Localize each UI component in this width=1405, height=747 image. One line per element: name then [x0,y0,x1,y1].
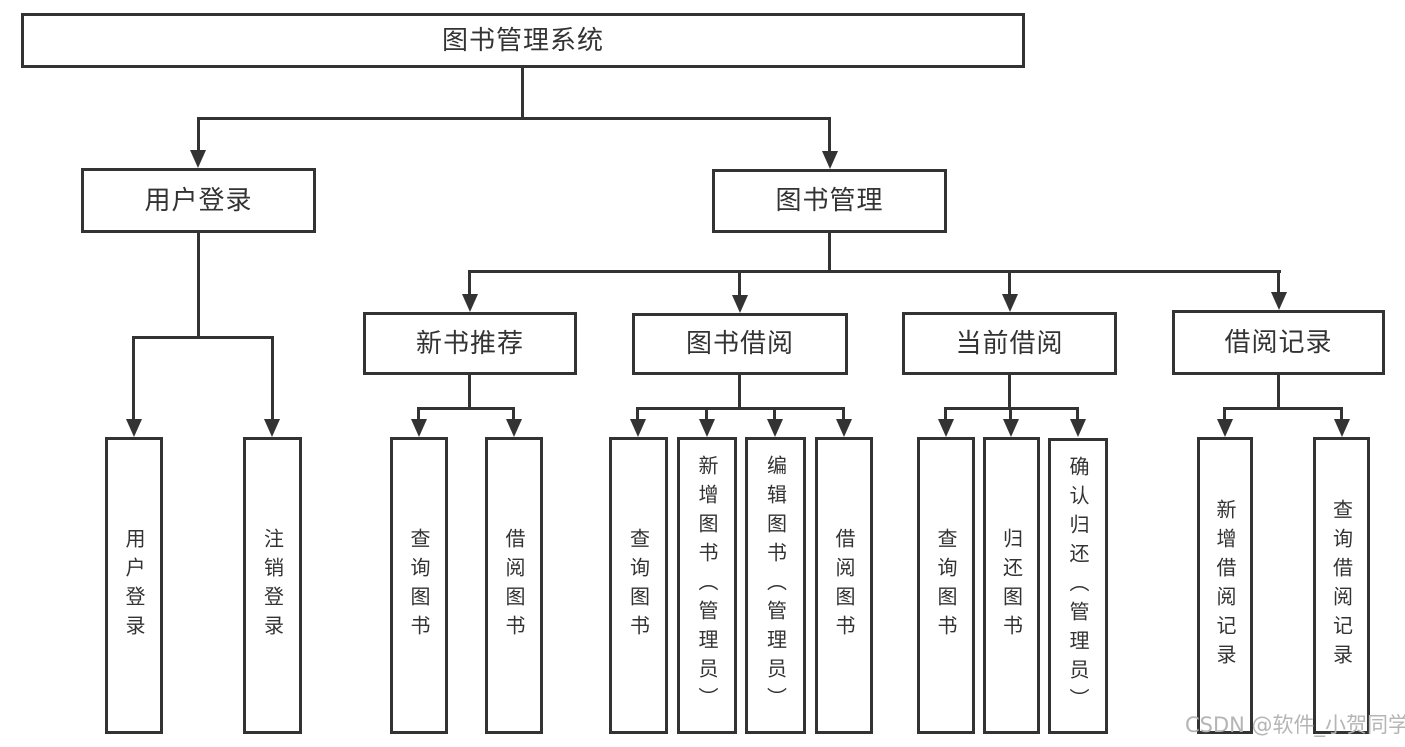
leaf-user-login: 用户登录 [105,437,163,734]
connector-vline [738,375,741,407]
leaf-edit-books-admin-label: 编辑图书（管理员） [763,455,788,716]
arrow-down-icon [1003,419,1019,437]
arrow-down-icon [506,419,522,437]
arrow-down-icon [1070,419,1086,437]
connector-vline [417,407,420,419]
leaf-query-books-recommend: 查询图书 [390,437,448,734]
connector-vline [1277,375,1280,407]
arrow-down-icon [767,419,783,437]
connector-vline [132,336,135,419]
arrow-down-icon [1217,419,1233,437]
leaf-return-books-label: 归还图书 [999,527,1024,644]
arrow-down-icon [126,419,142,437]
connector-vline [1008,270,1011,294]
node-user-login: 用户登录 [81,168,316,233]
arrow-down-icon [699,419,715,437]
node-book-management-label: 图书管理 [775,186,884,216]
leaf-query-borrow-record: 查询借阅记录 [1313,437,1370,734]
node-root-label: 图书管理系统 [441,25,604,56]
leaf-add-borrow-record-label: 新增借阅记录 [1213,498,1237,673]
arrow-down-icon [732,295,748,313]
node-book-borrow-label: 图书借阅 [685,329,794,359]
arrow-down-icon [411,419,427,437]
connector-vline [468,270,471,294]
leaf-borrow-books-recommend-label: 借阅图书 [502,527,526,644]
connector-vline [828,232,831,270]
leaf-query-books-current: 查询图书 [917,437,975,734]
connector-vline [521,68,524,118]
leaf-logout: 注销登录 [243,437,302,734]
arrow-down-icon [1002,294,1018,312]
connector-hline [636,407,845,410]
leaf-add-borrow-record: 新增借阅记录 [1197,437,1253,734]
leaf-add-books-admin: 新增图书（管理员） [677,437,737,734]
connector-hline [1223,407,1343,410]
leaf-add-books-admin-label: 新增图书（管理员） [695,455,719,716]
leaf-borrow-books-label: 借阅图书 [832,527,856,644]
arrow-down-icon [264,419,280,437]
node-borrow-records: 借阅记录 [1172,310,1385,375]
leaf-confirm-return-admin-label: 确认归还（管理员） [1066,455,1090,717]
connector-hline [417,407,515,410]
connector-vline [1009,407,1012,419]
leaf-user-login-label: 用户登录 [122,527,146,644]
leaf-query-books-borrow: 查询图书 [609,437,668,734]
leaf-edit-books-admin: 编辑图书（管理员） [745,437,806,734]
leaf-borrow-books-recommend: 借阅图书 [485,437,543,734]
connector-vline [197,117,200,151]
connector-vline [773,407,776,419]
node-user-login-label: 用户登录 [144,185,253,216]
arrow-down-icon [938,419,954,437]
node-borrow-records-label: 借阅记录 [1224,327,1333,358]
node-current-borrow: 当前借阅 [902,312,1117,375]
connector-vline [271,336,274,419]
connector-vline [468,375,471,407]
arrow-down-icon [190,150,206,168]
arrow-down-icon [836,419,852,437]
arrow-down-icon [822,151,838,169]
leaf-return-books: 归还图书 [983,437,1040,734]
leaf-borrow-books: 借阅图书 [815,437,873,734]
arrow-down-icon [462,294,478,312]
connector-vline [828,117,831,152]
connector-vline [1008,375,1011,407]
watermark: CSDN @软件_小贺同学 [1185,713,1405,737]
leaf-query-borrow-record-label: 查询借阅记录 [1329,498,1354,673]
connector-hline [133,336,274,339]
arrow-down-icon [630,419,646,437]
connector-vline [1223,407,1226,419]
connector-vline [512,407,515,419]
connector-vline [1340,407,1343,419]
connector-vline [197,232,200,336]
node-current-borrow-label: 当前借阅 [955,328,1064,359]
node-new-book-recommend-label: 新书推荐 [415,328,524,359]
connector-hline [197,117,831,120]
node-book-management: 图书管理 [712,169,947,233]
node-book-borrow: 图书借阅 [632,313,848,375]
connector-vline [1076,407,1079,419]
connector-vline [1277,270,1280,292]
leaf-query-books-recommend-label: 查询图书 [407,527,431,644]
connector-vline [738,270,741,295]
leaf-query-books-borrow-label: 查询图书 [626,527,651,644]
leaf-confirm-return-admin: 确认归还（管理员） [1048,438,1108,734]
connector-vline [636,407,639,419]
connector-vline [944,407,947,419]
leaf-logout-label: 注销登录 [260,527,285,644]
connector-vline [842,407,845,419]
node-root: 图书管理系统 [21,13,1025,68]
connector-hline [469,270,1281,273]
leaf-query-books-current-label: 查询图书 [934,527,958,644]
connector-vline [705,407,708,419]
arrow-down-icon [1334,419,1350,437]
node-new-book-recommend: 新书推荐 [363,312,577,375]
arrow-down-icon [1271,292,1287,310]
